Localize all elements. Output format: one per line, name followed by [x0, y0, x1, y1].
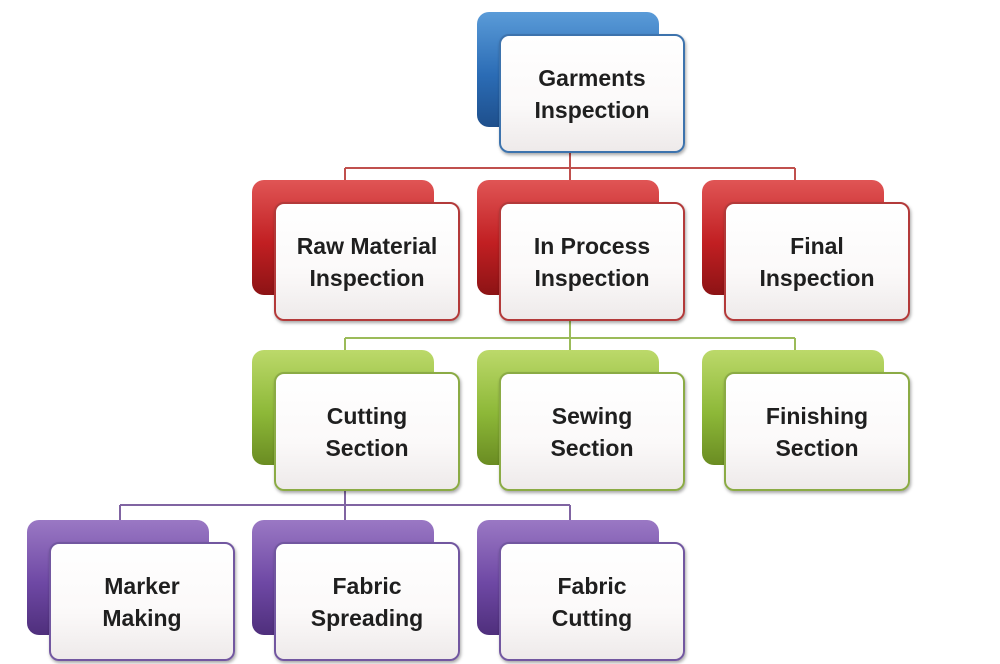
node-box: Marker Making — [49, 542, 235, 661]
node-label: Finishing Section — [765, 402, 869, 461]
connector-root-to-level2 — [344, 148, 796, 190]
connector-cutting-to-level4 — [119, 488, 571, 530]
node-cutting-section: Cutting Section — [252, 350, 462, 491]
node-label: Garments Inspection — [534, 64, 650, 123]
node-box: Fabric Cutting — [499, 542, 685, 661]
node-finishing-section: Finishing Section — [702, 350, 912, 491]
node-raw-material-inspection: Raw Material Inspection — [252, 180, 462, 321]
connector-group-cutting — [119, 488, 571, 530]
node-box: Garments Inspection — [499, 34, 685, 153]
node-label: Cutting Section — [325, 402, 409, 461]
node-box: In Process Inspection — [499, 202, 685, 321]
connector-in-process-to-level3 — [344, 318, 796, 360]
node-label: In Process Inspection — [533, 232, 651, 291]
connector-group-in-process — [344, 318, 796, 360]
node-box: Finishing Section — [724, 372, 910, 491]
node-sewing-section: Sewing Section — [477, 350, 687, 491]
node-box: Cutting Section — [274, 372, 460, 491]
node-label: Sewing Section — [550, 402, 634, 461]
connector-group-root — [344, 148, 796, 190]
node-box: Raw Material Inspection — [274, 202, 460, 321]
node-label: Marker Making — [102, 572, 182, 631]
node-fabric-cutting: Fabric Cutting — [477, 520, 687, 661]
node-final-inspection: Final Inspection — [702, 180, 912, 321]
node-in-process-inspection: In Process Inspection — [477, 180, 687, 321]
node-label: Fabric Cutting — [551, 572, 633, 631]
node-box: Sewing Section — [499, 372, 685, 491]
node-box: Final Inspection — [724, 202, 910, 321]
node-box: Fabric Spreading — [274, 542, 460, 661]
node-fabric-spreading: Fabric Spreading — [252, 520, 462, 661]
node-label: Final Inspection — [759, 232, 875, 291]
node-garments-inspection: Garments Inspection — [477, 12, 687, 153]
node-marker-making: Marker Making — [27, 520, 237, 661]
node-label: Raw Material Inspection — [296, 232, 438, 291]
node-label: Fabric Spreading — [310, 572, 424, 631]
